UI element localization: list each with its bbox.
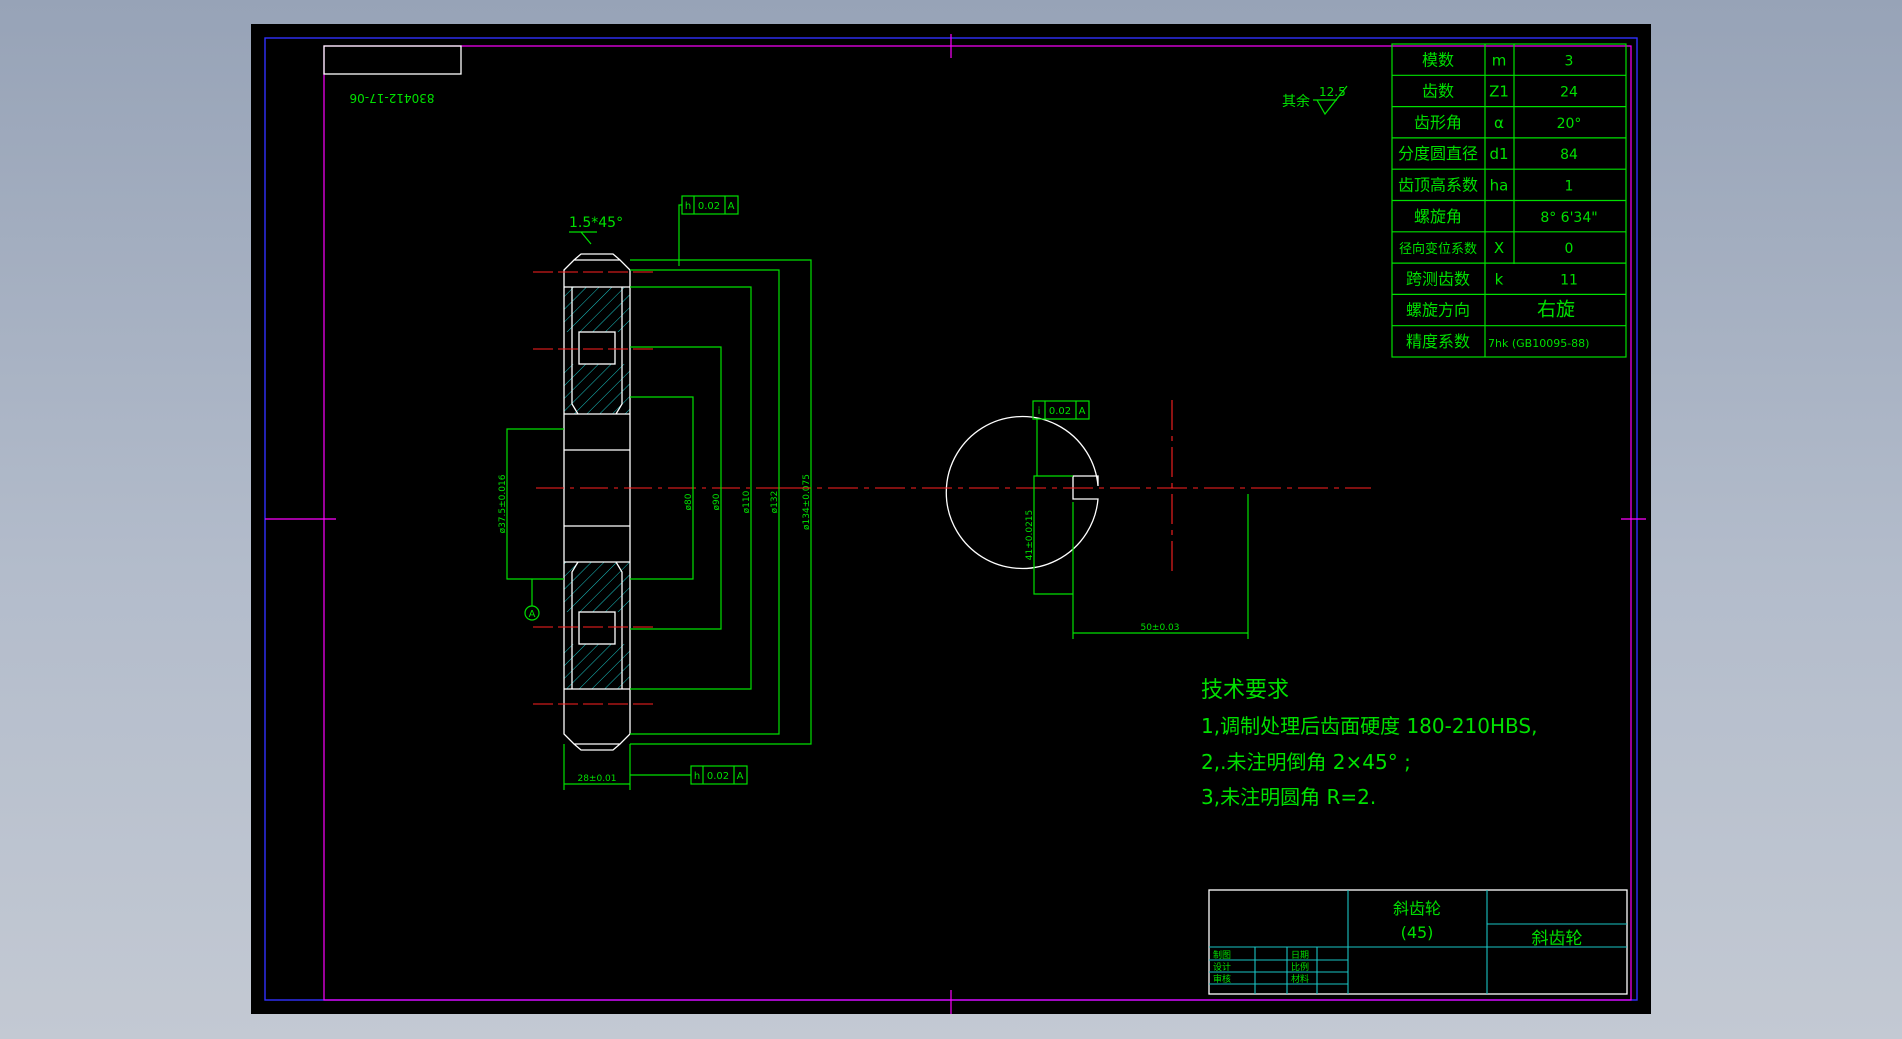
cad-drawing: 830412-17-06 其余 12.5 [264, 34, 1646, 1014]
surface-finish-icon [1316, 85, 1348, 116]
param-value: 24 [1560, 85, 1578, 101]
hatch-bottom-inner [564, 562, 630, 612]
param-value: 8° 6'34" [1540, 210, 1597, 226]
technical-requirements: 技术要求 1,调制处理后齿面硬度 180-210HBS, 2,.未注明倒角 2×… [1201, 678, 1537, 809]
gear-section-view: 1.5*45° h 0.02 A ø80 ø90 ø110 ø132 ø134±… [498, 195, 812, 790]
param-name: 齿形角 [1414, 113, 1462, 132]
param-name: 螺旋方向 [1406, 301, 1470, 320]
hub-end-view: i 0.02 A 41±0.0215 50±0.03 [781, 400, 1371, 639]
param-value: 11 [1560, 272, 1578, 288]
htol-value: 0.02 [1049, 406, 1071, 417]
datum-a-label: A [529, 609, 536, 620]
inner-border [323, 45, 1632, 1001]
param-name: 齿数 [1422, 82, 1454, 101]
param-value: 7hk (GB10095-88) [1488, 337, 1589, 350]
param-value: 84 [1560, 147, 1578, 163]
htol-datum: A [1079, 406, 1086, 417]
param-name: 螺旋角 [1414, 207, 1462, 226]
field-date: 日期 [1291, 950, 1309, 961]
gtol-top-symbol: h [685, 201, 691, 212]
param-name: 精度系数 [1406, 332, 1470, 351]
htol-symbol: i [1038, 406, 1041, 417]
surface-note-label: 其余 [1282, 93, 1310, 110]
param-name: 跨测齿数 [1406, 269, 1470, 288]
title-material: (45) [1401, 923, 1434, 942]
param-value: 20° [1557, 116, 1582, 132]
tech-title: 技术要求 [1201, 678, 1289, 703]
chamfer-note: 1.5*45° [569, 215, 623, 231]
dim-bore: ø37.5±0.016 [498, 474, 508, 533]
role-design: 设计 [1213, 961, 1231, 973]
tech-item-1: 1,调制处理后齿面硬度 180-210HBS, [1201, 714, 1537, 738]
param-symbol: m [1492, 51, 1507, 69]
dim-width: 28±0.01 [577, 774, 616, 784]
param-value: 右旋 [1537, 299, 1575, 321]
field-material: 材料 [1291, 973, 1309, 985]
dim-hub-width: 50±0.03 [1140, 623, 1179, 633]
title-part-name: 斜齿轮 [1393, 899, 1441, 918]
tech-item-3: 3,未注明圆角 R=2. [1201, 785, 1376, 809]
param-symbol: k [1495, 270, 1504, 288]
gtol-bottom-datum: A [737, 771, 744, 782]
param-value: 0 [1565, 241, 1574, 257]
param-symbol: α [1494, 114, 1504, 132]
hub-keyway-outline [945, 415, 1099, 570]
field-scale: 比例 [1291, 961, 1309, 973]
param-name: 模数 [1422, 50, 1454, 69]
param-symbol: Z1 [1489, 83, 1509, 101]
param-name: 齿顶高系数 [1398, 175, 1478, 194]
dim-d90: ø90 [712, 493, 722, 510]
gtol-top-value: 0.02 [698, 201, 720, 212]
gtol-top-datum: A [728, 201, 735, 212]
dim-d110: ø110 [742, 490, 752, 513]
parameter-table: 模数 m 3 齿数 Z1 24 齿形角 α 20° 分度圆直径 d1 84 齿顶高系数 ha 1 螺旋角 8° … [1391, 43, 1627, 358]
dim-d134: ø134±0.075 [802, 474, 812, 530]
title-block: 斜齿轮 (45) 斜齿轮 制图 设计 审核 日期 比例 材料 [1208, 889, 1628, 995]
drawing-sheet: 830412-17-06 其余 12.5 [251, 24, 1651, 1014]
dim-d132: ø132 [770, 491, 780, 514]
param-symbol: ha [1490, 176, 1509, 194]
hatch-top-outer [564, 287, 630, 332]
drawing-number: 830412-17-06 [349, 91, 434, 105]
param-symbol: X [1494, 239, 1504, 257]
datum-a-symbol [524, 605, 540, 621]
gtol-bottom-symbol: h [694, 771, 700, 782]
param-value: 3 [1565, 53, 1574, 69]
role-review: 审核 [1213, 973, 1231, 985]
param-value: 1 [1565, 178, 1574, 194]
param-name: 分度圆直径 [1398, 144, 1478, 163]
hatch-top-inner [564, 364, 630, 414]
drawing-number-box [323, 45, 462, 75]
dim-key: 41±0.0215 [1025, 510, 1035, 560]
dim-d80: ø80 [684, 493, 694, 510]
title-drawing-name: 斜齿轮 [1532, 929, 1583, 949]
param-name: 径向变位系数 [1399, 241, 1477, 257]
role-draw: 制图 [1213, 949, 1231, 961]
param-symbol: d1 [1489, 145, 1508, 163]
gtol-bottom-value: 0.02 [707, 771, 729, 782]
tech-item-2: 2,.未注明倒角 2×45° ; [1201, 750, 1411, 774]
hatch-bottom-outer [564, 644, 630, 689]
